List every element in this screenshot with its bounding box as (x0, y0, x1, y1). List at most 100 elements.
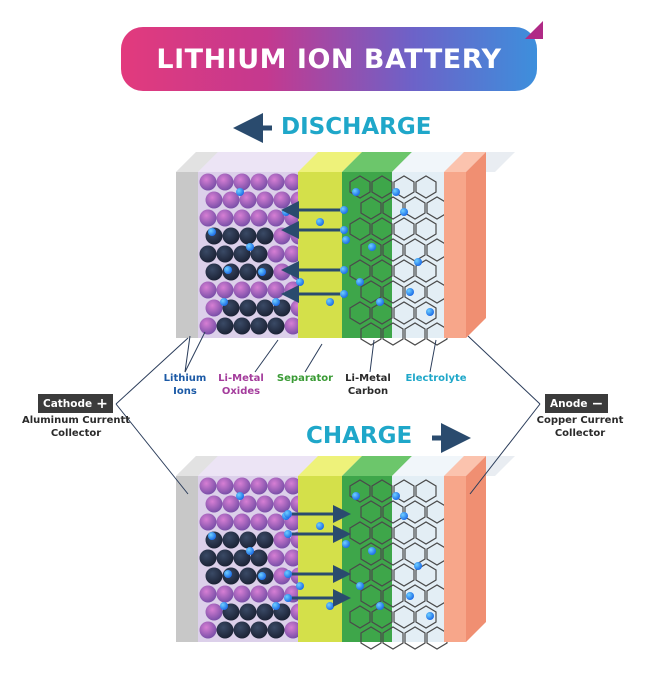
graphite-hex (426, 626, 448, 650)
leader-line (184, 331, 206, 373)
anode-plate-top (444, 152, 486, 172)
label-li-metal-carbon: Li-Metal Carbon (345, 373, 391, 397)
metal-oxide-sphere (216, 549, 234, 567)
metal-oxide-sphere (199, 173, 217, 191)
lithium-ion (316, 218, 324, 226)
graphite-hex (382, 322, 404, 346)
cathode-plate-top (176, 456, 218, 476)
plus-icon: + (96, 395, 108, 412)
lithium-ion (406, 592, 414, 600)
metal-oxide-sphere (250, 209, 268, 227)
metal-oxide-sphere (250, 549, 268, 567)
lithium-ion (224, 570, 232, 578)
graphite-hex (393, 217, 415, 241)
metal-oxide-sphere (250, 173, 268, 191)
graphite-hex (382, 280, 404, 304)
metal-oxide-sphere (216, 281, 234, 299)
lithium-ion (326, 602, 334, 610)
leader-line (115, 337, 189, 405)
leader-lines (115, 331, 541, 495)
metal-oxide-sphere (273, 263, 291, 281)
graphite-hex (360, 196, 382, 220)
metal-oxide-sphere (267, 621, 285, 639)
graphite-hex (371, 217, 393, 241)
metal-oxide-sphere (222, 531, 240, 549)
leader-line (429, 339, 437, 373)
lithium-ion (236, 188, 244, 196)
leader-line (369, 339, 375, 373)
graphite-hex (349, 301, 371, 325)
metal-oxide-sphere (199, 281, 217, 299)
metal-oxide-sphere (267, 585, 285, 603)
lithium-ion (208, 532, 216, 540)
lithium-ion (340, 290, 348, 298)
metal-oxide-sphere (250, 621, 268, 639)
metal-oxide-sphere (205, 191, 223, 209)
charge-heading: CHARGE (306, 423, 413, 449)
battery-cell-charge (176, 456, 515, 650)
metal-oxide-sphere (250, 245, 268, 263)
metal-oxide-sphere (233, 173, 251, 191)
lithium-ion (376, 602, 384, 610)
electrolyte-top (392, 152, 464, 172)
anode-plate (444, 172, 466, 338)
graphite-hex (393, 259, 415, 283)
metal-oxide-sphere (256, 603, 274, 621)
metal-oxide-sphere (239, 299, 257, 317)
metal-oxide-sphere (205, 263, 223, 281)
lithium-ion (356, 278, 364, 286)
metal-oxide-sphere (233, 209, 251, 227)
metal-oxide-sphere (216, 621, 234, 639)
graphite-hex (360, 280, 382, 304)
lithium-ion (284, 530, 292, 538)
anode-tag: Anode − (545, 394, 609, 413)
lithium-ion (400, 208, 408, 216)
metal-oxide-sphere (284, 173, 302, 191)
anode-plate-top (444, 456, 486, 476)
separator-membrane (298, 476, 342, 642)
graphite-hex (404, 584, 426, 608)
graphite-hex (349, 605, 371, 629)
lithium-ion (342, 540, 350, 548)
metal-oxide-sphere (233, 621, 251, 639)
metal-oxide-sphere (267, 281, 285, 299)
metal-oxide-sphere (239, 227, 257, 245)
banner-fold (525, 21, 543, 39)
lithium-ion (326, 298, 334, 306)
graphite-hex (382, 542, 404, 566)
graphite-hex (360, 584, 382, 608)
metal-oxide-sphere (256, 531, 274, 549)
graphite-hex (426, 322, 448, 346)
lithium-ion (284, 594, 292, 602)
lithium-ion (392, 492, 400, 500)
metal-oxide-sphere (239, 263, 257, 281)
graphite-hex (404, 238, 426, 262)
metal-oxide-sphere (233, 317, 251, 335)
lithium-ion (284, 570, 292, 578)
graphite-hex (404, 322, 426, 346)
metal-oxide-sphere (222, 495, 240, 513)
metal-oxide-sphere (256, 227, 274, 245)
metal-oxide-sphere (233, 585, 251, 603)
lithium-ion (296, 582, 304, 590)
separator-top (298, 152, 362, 172)
lithium-ion (208, 228, 216, 236)
metal-oxide-sphere (199, 317, 217, 335)
lithium-ion (282, 208, 290, 216)
anode-zone-top (342, 456, 412, 476)
minus-icon: − (591, 395, 604, 412)
leader-line (469, 403, 541, 495)
metal-oxide-sphere (284, 549, 302, 567)
graphite-hex (393, 563, 415, 587)
cathode-body-top (198, 456, 318, 476)
graphite-hex (360, 238, 382, 262)
discharge-heading: DISCHARGE (281, 114, 432, 140)
graphite-hex (415, 521, 437, 545)
lithium-ion (426, 612, 434, 620)
battery-cell-discharge (176, 152, 515, 346)
anode-tag-label: Anode (550, 397, 588, 410)
metal-oxide-sphere (199, 585, 217, 603)
lithium-ion (414, 258, 422, 266)
graphite-hex (371, 563, 393, 587)
